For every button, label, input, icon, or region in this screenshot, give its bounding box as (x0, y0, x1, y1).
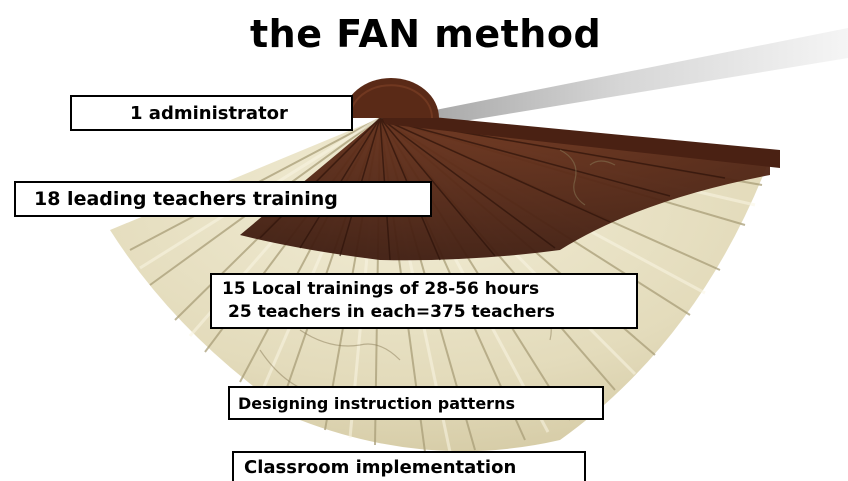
fan-guard-stick (380, 112, 780, 168)
administrator-label: 1 administrator (130, 102, 288, 124)
local-trainings-label-line1: 15 Local trainings of 28-56 hours (222, 279, 540, 299)
designing-patterns-label-box: Designing instruction patterns (228, 386, 604, 420)
local-trainings-label-line2: 25 teachers in each=375 teachers (228, 302, 555, 322)
classroom-implementation-label: Classroom implementation (244, 457, 517, 478)
administrator-label-box: 1 administrator (70, 95, 353, 131)
page-title: the FAN method (250, 12, 602, 56)
fan-painting (259, 149, 616, 391)
leading-teachers-label-box: 18 leading teachers training (14, 181, 432, 217)
fan-pivot-cap (343, 78, 439, 118)
local-trainings-label-box: 15 Local trainings of 28-56 hours 25 tea… (210, 273, 638, 329)
designing-patterns-label: Designing instruction patterns (238, 393, 515, 413)
classroom-implementation-label-box: Classroom implementation (232, 451, 586, 481)
fan-ribs (240, 118, 770, 261)
leading-teachers-label: 18 leading teachers training (34, 188, 338, 210)
fan-handle (395, 28, 848, 130)
